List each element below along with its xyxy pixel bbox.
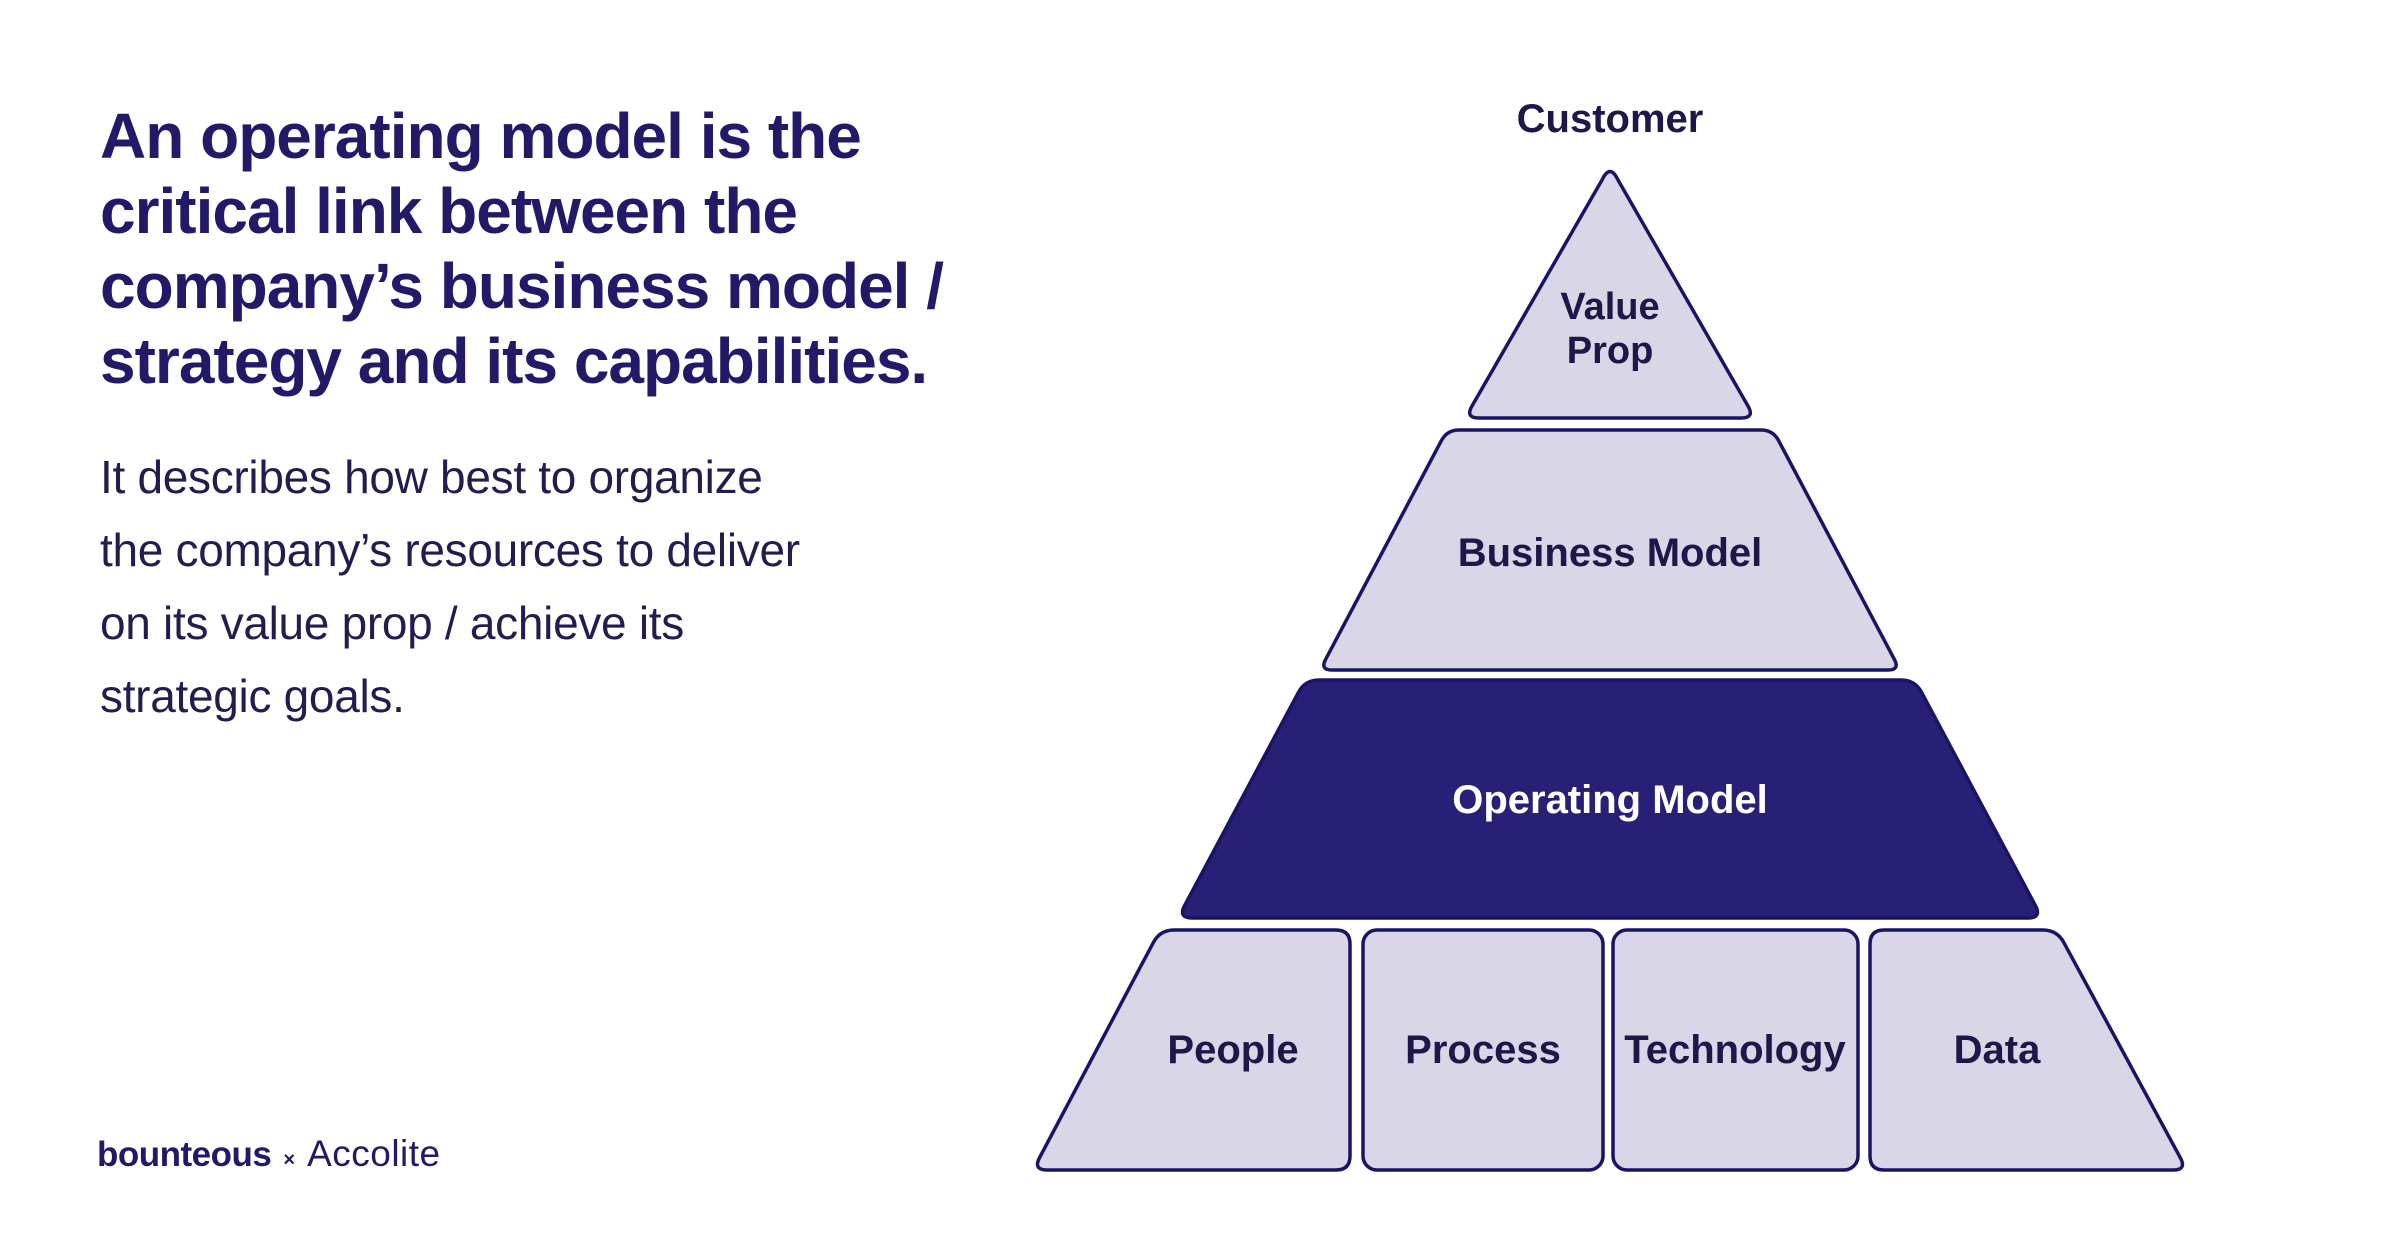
customer-label: Customer	[1517, 97, 1704, 141]
people-shape	[1035, 928, 1352, 1172]
logo-bounteous-text: bounteous	[97, 1135, 272, 1174]
people-label: People	[1167, 1028, 1298, 1072]
process-label: Process	[1405, 1028, 1561, 1072]
data-shape	[1868, 928, 2185, 1172]
value-prop-label-line2: Prop	[1567, 330, 1654, 372]
headline: An operating model is the critical link …	[100, 99, 944, 399]
headline-line-4: strategy and its capabilities.	[100, 325, 928, 397]
business-model-shape	[1322, 428, 1898, 672]
body-paragraph: It describes how best to organize the co…	[100, 441, 800, 733]
operating-model-label: Operating Model	[1452, 778, 1768, 822]
body-line-4: strategic goals.	[100, 670, 405, 722]
logo-accolite-text: Accolite	[307, 1133, 441, 1174]
technology-label: Technology	[1624, 1028, 1846, 1072]
headline-line-2: critical link between the	[100, 175, 798, 247]
logo-multiply-icon: ×	[283, 1149, 296, 1171]
headline-line-3: company’s business model /	[100, 250, 944, 322]
process-shape	[1361, 928, 1605, 1172]
value-prop-shape	[1467, 169, 1753, 420]
technology-shape	[1611, 928, 1860, 1172]
body-line-1: It describes how best to organize	[100, 451, 763, 503]
body-line-3: on its value prop / achieve its	[100, 597, 684, 649]
company-logo: bounteous × Accolite	[97, 1133, 441, 1175]
data-label: Data	[1954, 1028, 2041, 1072]
operating-model-shape	[1180, 678, 2040, 920]
body-line-2: the company’s resources to deliver	[100, 524, 800, 576]
value-prop-label-line1: Value	[1560, 286, 1659, 328]
business-model-label: Business Model	[1458, 531, 1763, 575]
headline-line-1: An operating model is the	[100, 100, 862, 172]
